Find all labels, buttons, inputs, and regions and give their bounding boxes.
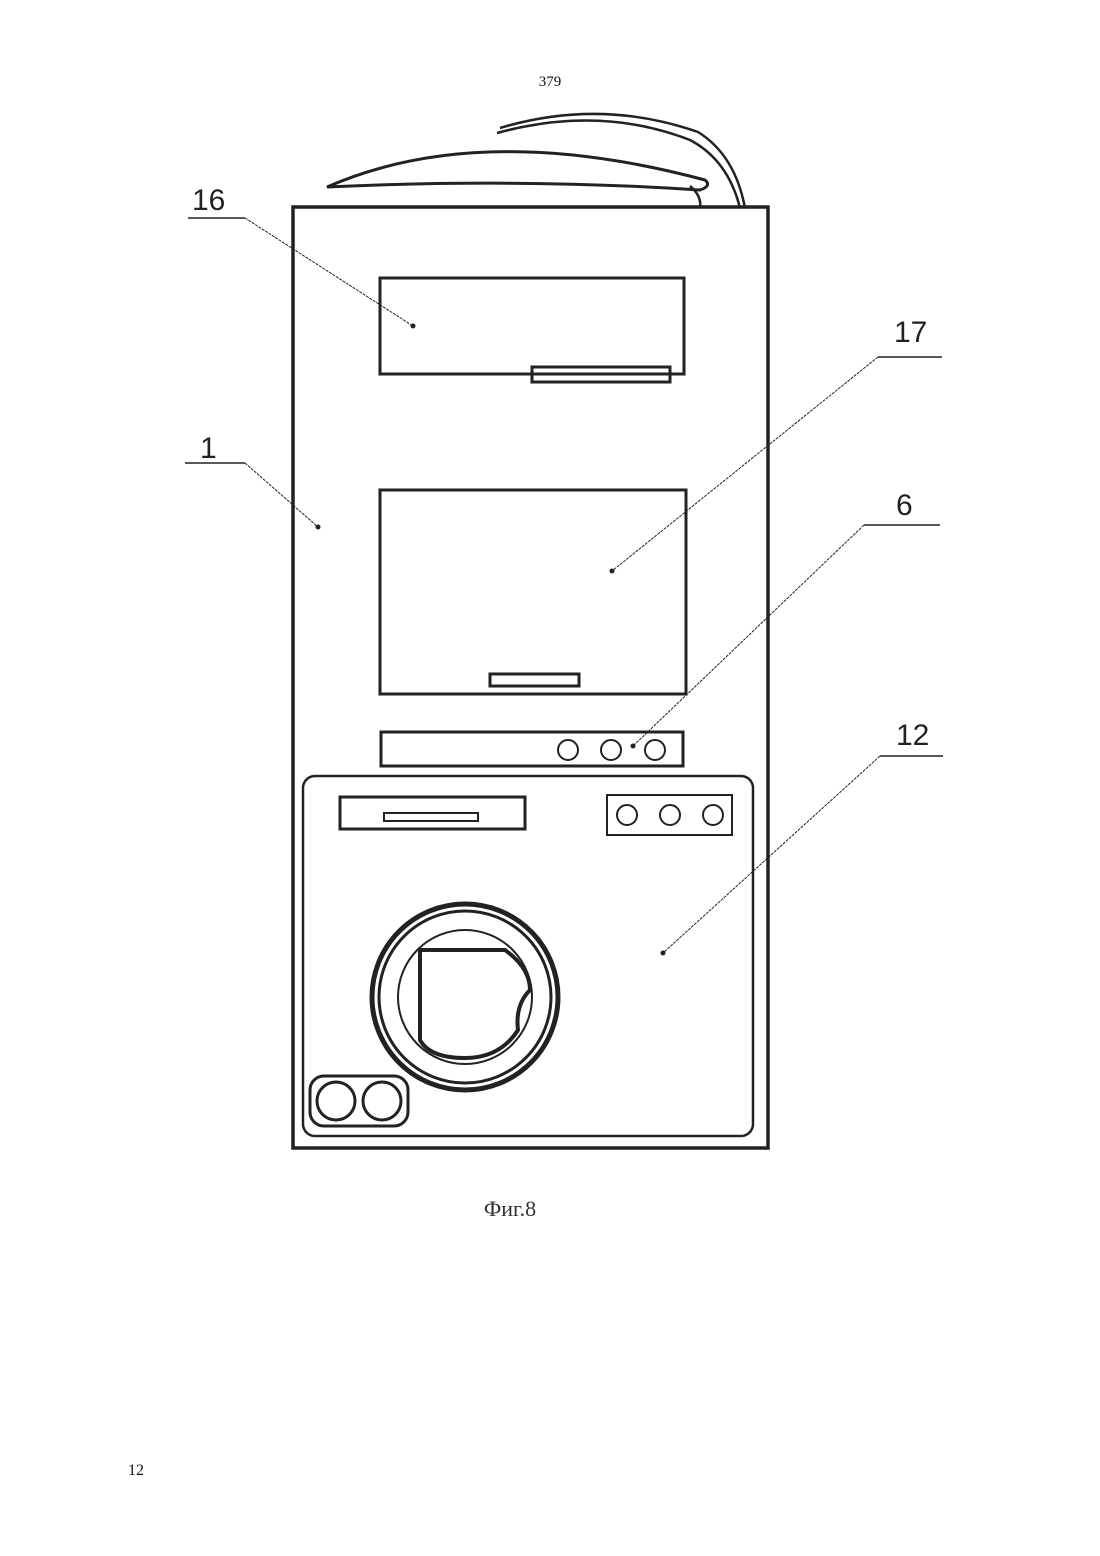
lower-module-button-icon xyxy=(703,805,723,825)
label-6: 6 xyxy=(896,489,913,522)
display-unit-slot xyxy=(490,674,579,686)
control-knob-icon xyxy=(645,740,665,760)
lower-module xyxy=(303,776,753,1136)
knob-icon xyxy=(363,1082,401,1120)
callout-17: 17 xyxy=(610,316,943,574)
callout-1: 1 xyxy=(185,432,321,530)
control-knob-icon xyxy=(558,740,578,760)
page-number-bottom: 12 xyxy=(128,1462,144,1480)
knob-icon xyxy=(317,1082,355,1120)
callout-12: 12 xyxy=(661,719,944,956)
device-lid xyxy=(327,114,745,208)
lower-module-button-icon xyxy=(660,805,680,825)
control-strip xyxy=(381,732,683,766)
lower-module-slot xyxy=(384,813,478,821)
control-knob-icon xyxy=(601,740,621,760)
label-12: 12 xyxy=(896,719,929,752)
top-unit xyxy=(380,278,684,382)
callout-6: 6 xyxy=(631,489,941,749)
display-unit xyxy=(380,490,686,694)
label-16: 16 xyxy=(192,184,225,217)
lower-module-button-icon xyxy=(617,805,637,825)
figure-caption: Фиг.8 xyxy=(0,1196,1020,1222)
twin-knobs xyxy=(310,1076,408,1126)
round-door xyxy=(372,904,558,1090)
lower-module-button-box xyxy=(607,795,732,835)
label-1: 1 xyxy=(200,432,217,465)
label-17: 17 xyxy=(894,316,927,349)
